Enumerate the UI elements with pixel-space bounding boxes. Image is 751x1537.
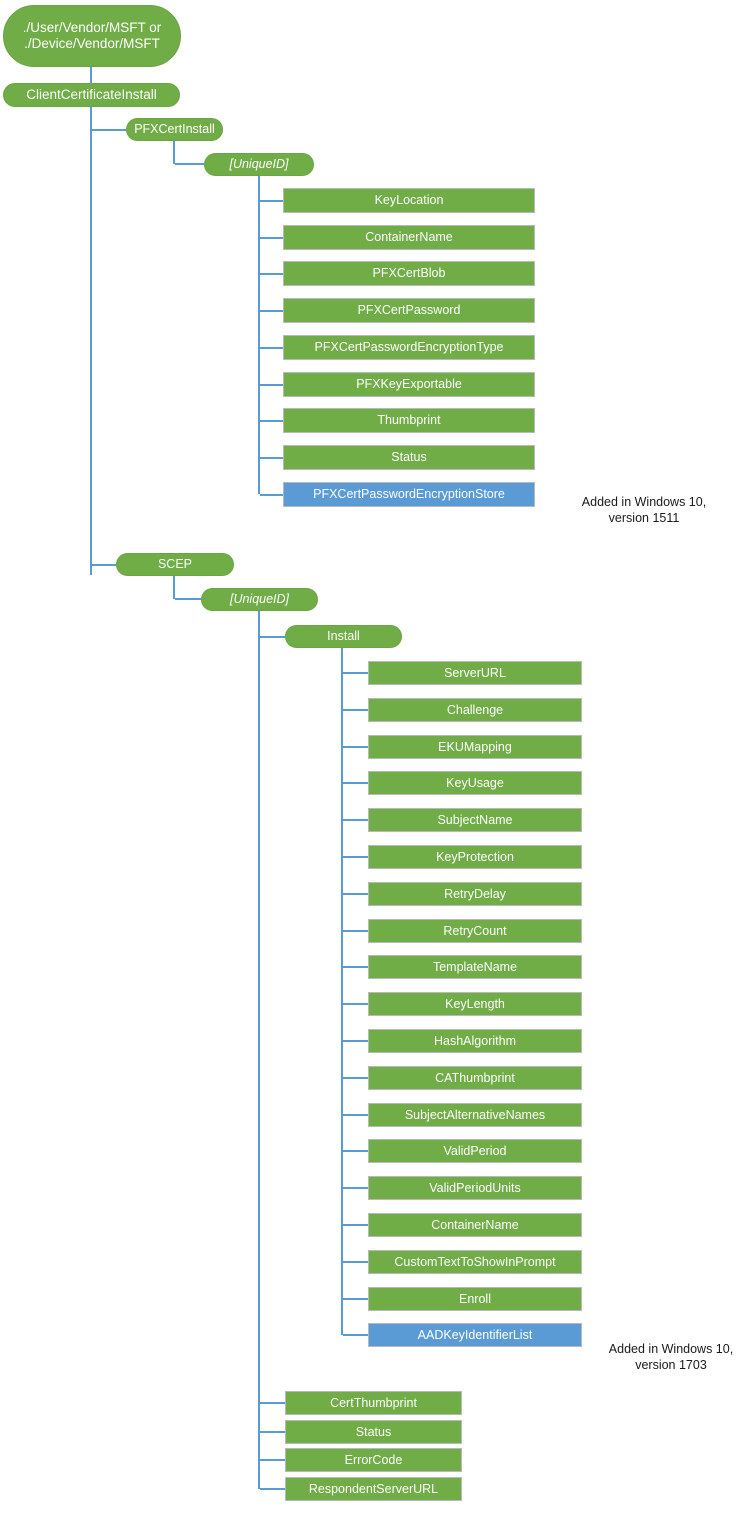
connector-install-child-2 [343,746,368,748]
connector-install-child-7 [343,930,368,932]
node-scep-errorcode[interactable]: ErrorCode [285,1448,462,1472]
connector-install-child-18 [343,1334,368,1336]
node-pfxcertinstall[interactable]: PFXCertInstall [126,118,223,141]
node-pfx-pfxcertblob[interactable]: PFXCertBlob [283,261,535,286]
node-install-retrycount[interactable]: RetryCount [368,919,582,943]
connector-cci-to-pfx [92,129,126,131]
connector-install-child-12 [343,1114,368,1116]
node-scep-status[interactable]: Status [285,1420,462,1444]
bus-pfx-uniqueid [258,176,260,495]
node-install-hashalgorithm[interactable]: HashAlgorithm [368,1029,582,1053]
connector-install-child-16 [343,1261,368,1263]
annotation-line-1: Added in Windows 10, [608,1342,734,1356]
connector-install-child-11 [343,1077,368,1079]
annotation-line-1: Added in Windows 10, [581,495,707,509]
annotation-line-2: version 1703 [635,1358,707,1373]
trunk-cci [90,107,92,575]
node-pfx-thumbprint[interactable]: Thumbprint [283,408,535,433]
connector-install-child-5 [343,856,368,858]
node-install-validperiod[interactable]: ValidPeriod [368,1139,582,1163]
connector-install-child-0 [343,672,368,674]
connector-install-child-1 [343,709,368,711]
connector-pfx-child-6 [260,420,283,422]
connector-install-child-3 [343,782,368,784]
node-install-ekumapping[interactable]: EKUMapping [368,735,582,759]
node-pfx-status[interactable]: Status [283,445,535,470]
node-install-templatename[interactable]: TemplateName [368,955,582,979]
connector-pfx-child-2 [260,273,283,275]
connector-scep-to-uid [173,576,175,599]
node-install-enroll[interactable]: Enroll [368,1287,582,1311]
connector-install-child-15 [343,1224,368,1226]
connector-install-child-6 [343,893,368,895]
node-install-keylength[interactable]: KeyLength [368,992,582,1016]
node-pfx-uniqueid[interactable]: [UniqueID] [204,153,314,176]
node-install-aadkeyidentifierlist[interactable]: AADKeyIdentifierList [368,1323,582,1347]
connector-pfx-to-uid [173,141,175,164]
annotation-line-2: version 1511 [608,511,680,526]
connector-pfx-child-7 [260,457,283,459]
connector-pfx-child-4 [260,347,283,349]
node-install-keyprotection[interactable]: KeyProtection [368,845,582,869]
node-clientcertificateinstall[interactable]: ClientCertificateInstall [3,83,180,107]
bus-scep-uniqueid [258,611,260,1489]
node-pfx-pfxcertpassword[interactable]: PFXCertPassword [283,298,535,323]
connector-scepuid-to-install [260,636,285,638]
node-install-subjectalternativenames[interactable]: SubjectAlternativeNames [368,1103,582,1127]
node-pfx-keylocation[interactable]: KeyLocation [283,188,535,213]
connector-cci-to-scep [92,564,116,566]
connector-pfx-child-0 [260,200,283,202]
annotation-install-added-in-windows: Added in Windows 10, version 1703 [592,1341,750,1374]
node-install-validperiodunits[interactable]: ValidPeriodUnits [368,1176,582,1200]
node-pfx-containername[interactable]: ContainerName [283,225,535,250]
connector-install-child-10 [343,1040,368,1042]
node-install-customtexttoshowinprompt[interactable]: CustomTextToShowInPrompt [368,1250,582,1274]
annotation-pfx-added-in-windows: Added in Windows 10, version 1511 [544,494,744,527]
node-pfx-pfxcertpasswordencryptionstore[interactable]: PFXCertPasswordEncryptionStore [283,482,535,507]
connector-pfx-child-1 [260,237,283,239]
root-node[interactable]: ./User/Vendor/MSFT or./Device/Vendor/MSF… [3,5,181,67]
node-install[interactable]: Install [285,625,402,648]
node-install-challenge[interactable]: Challenge [368,698,582,722]
bus-install [341,648,343,1336]
connector-scep-sibling-2 [260,1459,285,1461]
root-line-1: ./User/Vendor/MSFT or [22,20,162,36]
node-install-cathumbprint[interactable]: CAThumbprint [368,1066,582,1090]
node-scep-respondentserverurl[interactable]: RespondentServerURL [285,1477,462,1501]
connector-root-to-cci [90,67,92,83]
connector-install-child-8 [343,966,368,968]
connector-scep-to-uid-h [175,598,201,600]
node-pfx-pfxcertpasswordencryptiontype[interactable]: PFXCertPasswordEncryptionType [283,335,535,360]
connector-install-child-4 [343,819,368,821]
connector-pfx-to-uid-h [175,163,204,165]
connector-install-child-14 [343,1187,368,1189]
connector-scep-sibling-1 [260,1431,285,1433]
connector-install-child-17 [343,1298,368,1300]
node-install-keyusage[interactable]: KeyUsage [368,771,582,795]
root-line-2: ./Device/Vendor/MSFT [24,36,160,51]
node-install-retrydelay[interactable]: RetryDelay [368,882,582,906]
node-scep-uniqueid[interactable]: [UniqueID] [201,588,318,611]
connector-install-child-9 [343,1003,368,1005]
connector-install-child-13 [343,1150,368,1152]
node-scep[interactable]: SCEP [116,553,234,576]
node-install-subjectname[interactable]: SubjectName [368,808,582,832]
node-pfx-pfxkeyexportable[interactable]: PFXKeyExportable [283,372,535,397]
node-install-containername[interactable]: ContainerName [368,1213,582,1237]
connector-scep-sibling-3 [260,1488,285,1490]
node-install-serverurl[interactable]: ServerURL [368,661,582,685]
connector-pfx-child-8 [260,494,283,496]
node-scep-certthumbprint[interactable]: CertThumbprint [285,1391,462,1415]
connector-pfx-child-3 [260,310,283,312]
connector-scep-sibling-0 [260,1402,285,1404]
connector-pfx-child-5 [260,384,283,386]
